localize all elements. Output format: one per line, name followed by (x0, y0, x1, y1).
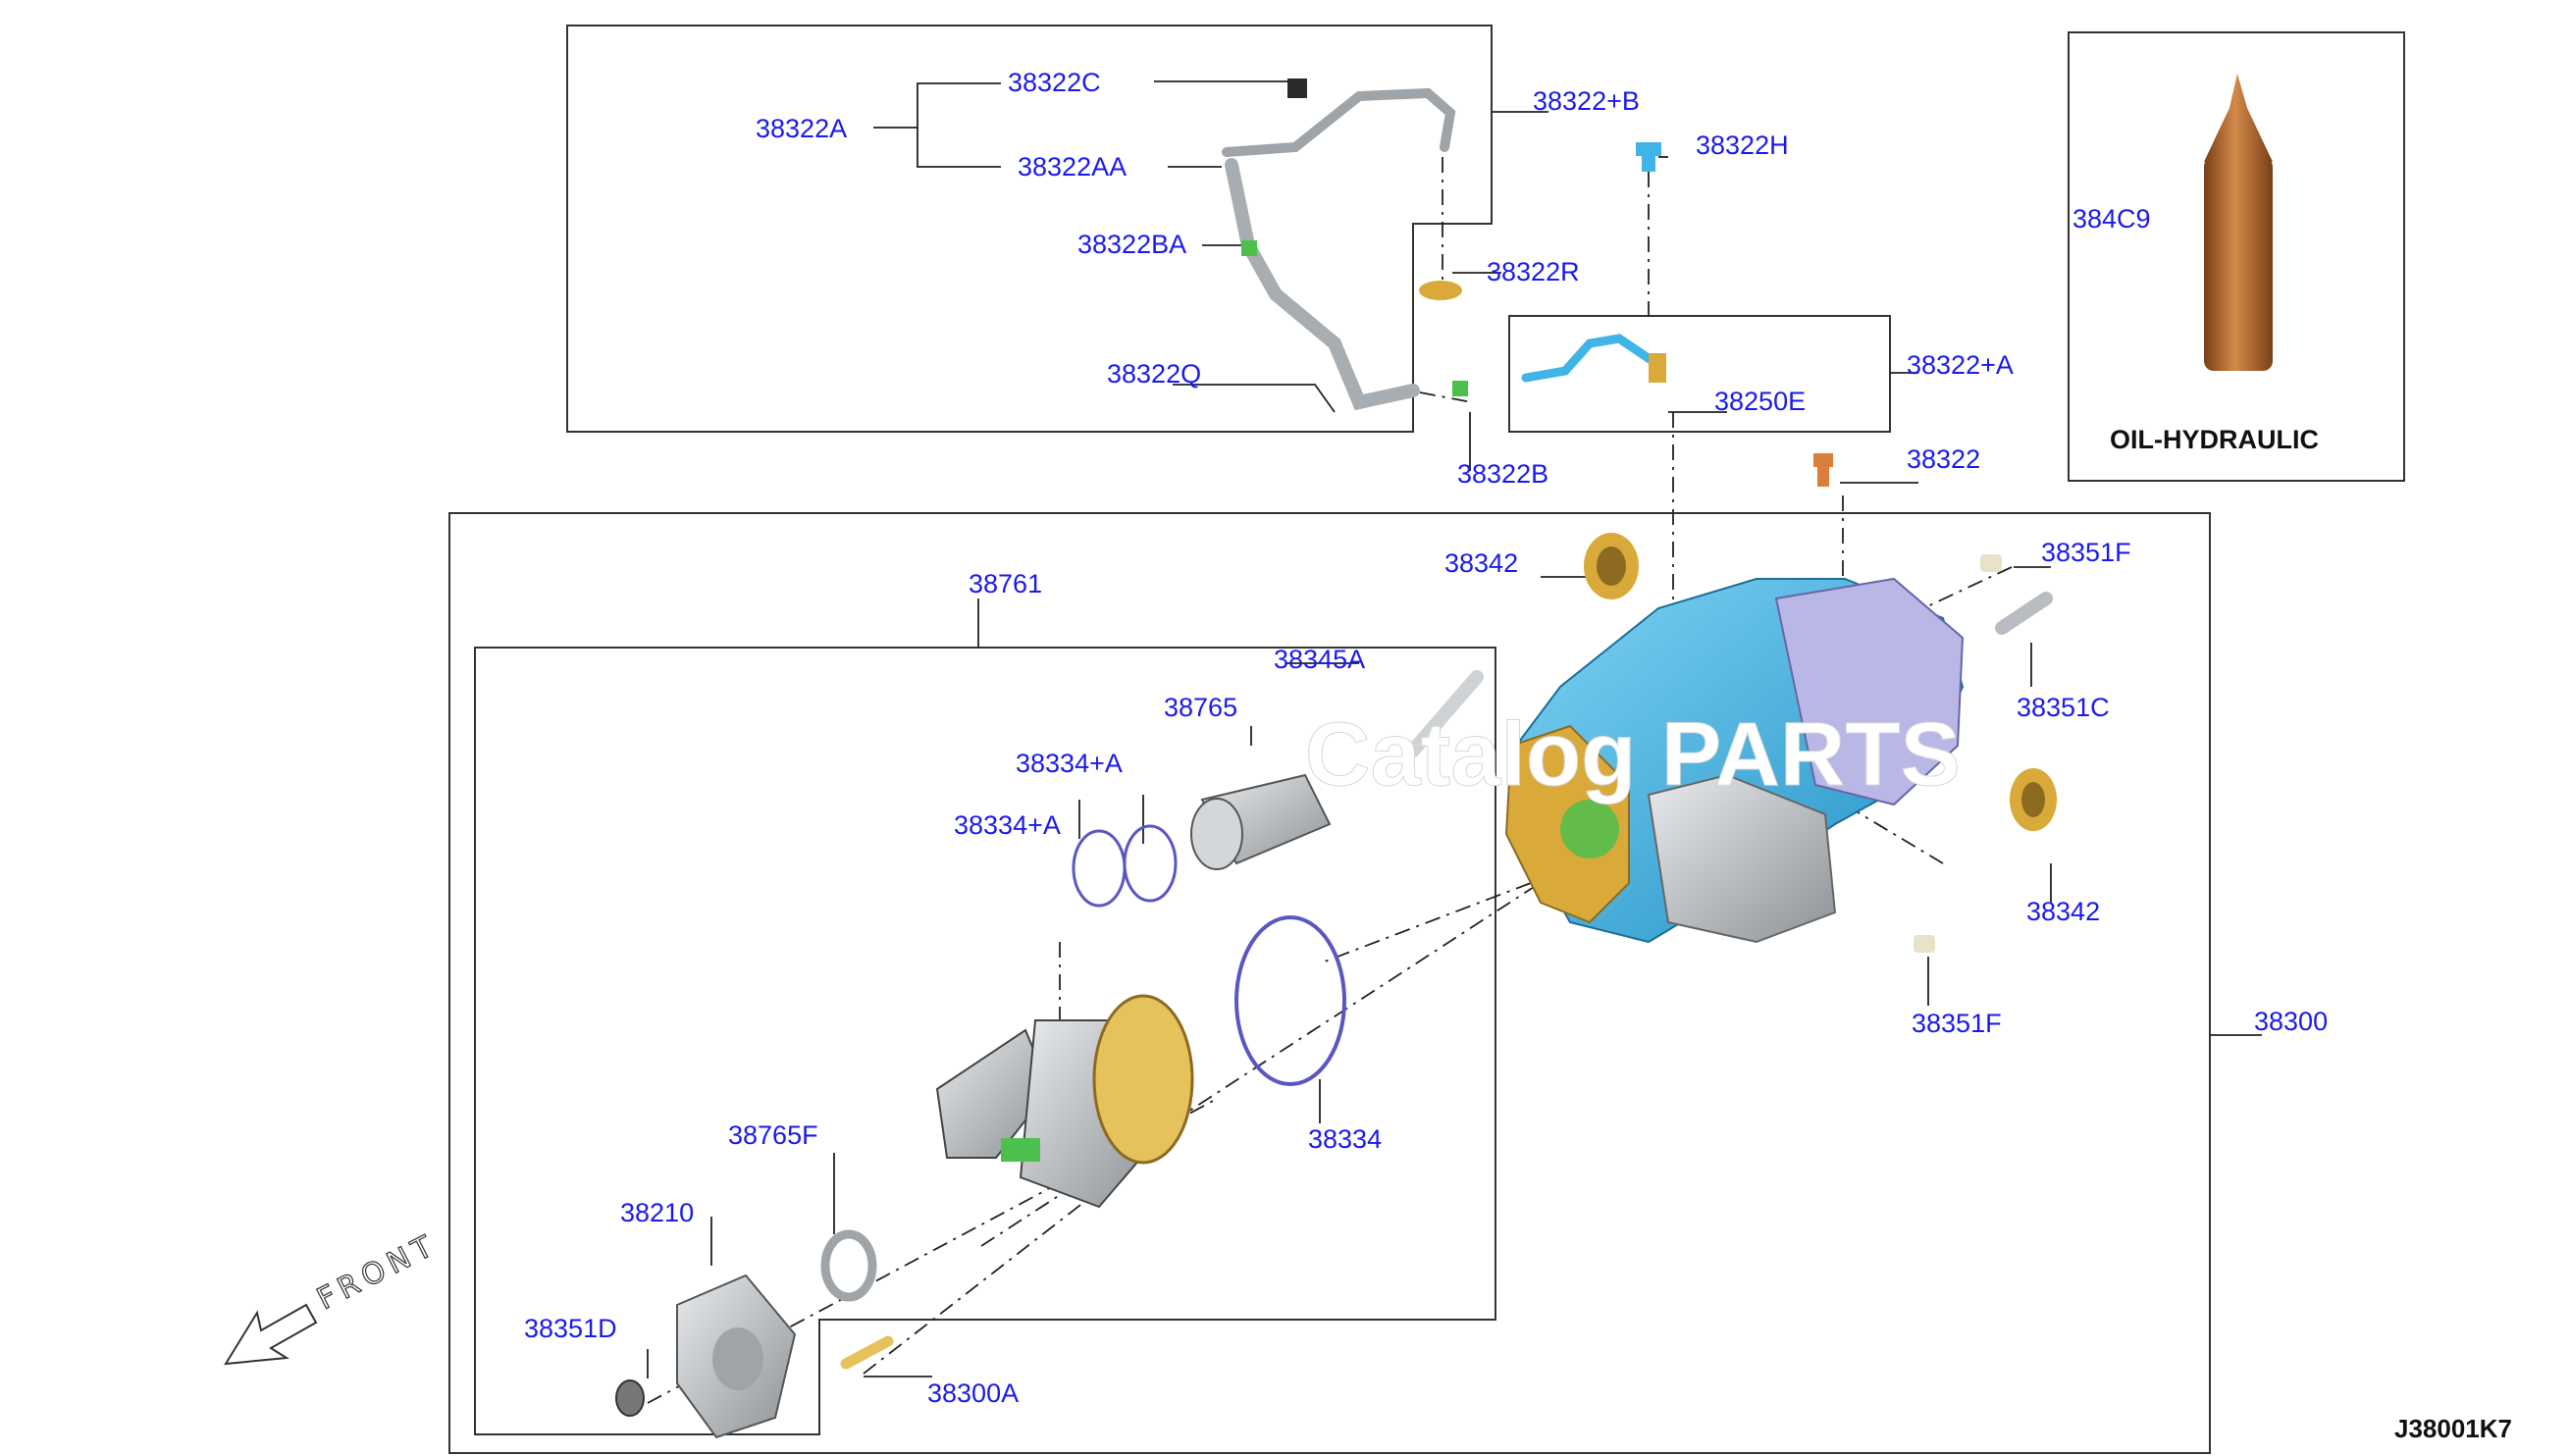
connector-38322c (1287, 78, 1307, 98)
label-38761[interactable]: 38761 (969, 569, 1042, 598)
pipe-38322-plus-a-frame (1508, 315, 1891, 433)
oil-hydraulic-frame (2068, 31, 2405, 482)
transfer-case-38300 (1504, 577, 1965, 944)
dowel-38351f-bottom (1914, 935, 1935, 953)
watermark: Catalog PARTS (1305, 704, 1961, 805)
nut-38351d (615, 1379, 645, 1417)
label-38351f-bottom[interactable]: 38351F (1912, 1009, 2002, 1038)
label-38334-plus-a-lower[interactable]: 38334+A (954, 810, 1061, 840)
hose-38322q (1225, 158, 1420, 411)
label-38322c[interactable]: 38322C (1008, 68, 1101, 97)
diagram-code: J38001K7 (2394, 1414, 2512, 1443)
bolt-38345a (1406, 670, 1484, 757)
label-38322q[interactable]: 38322Q (1107, 359, 1201, 389)
fitting-38250e (1649, 353, 1666, 383)
label-38351d[interactable]: 38351D (524, 1314, 617, 1343)
oring-38334 (1234, 915, 1346, 1086)
clutch-38761 (935, 994, 1194, 1209)
washer-38322r (1419, 281, 1462, 300)
seal-38342-right (2010, 768, 2057, 831)
label-38351c[interactable]: 38351C (2017, 693, 2110, 722)
label-38322a[interactable]: 38322A (756, 114, 847, 143)
breather-38322h (1636, 142, 1661, 172)
label-38765f[interactable]: 38765F (728, 1120, 818, 1150)
stud-38351c (1995, 592, 2053, 635)
part-labels: 38322C 38322A 38322AA 38322BA 38322Q 383… (524, 68, 2328, 1408)
pipe-38322-plus-a (1521, 334, 1663, 383)
label-38351f-top[interactable]: 38351F (2041, 538, 2131, 567)
label-38322-plus-b[interactable]: 38322+B (1533, 86, 1640, 116)
plug-38322 (1813, 453, 1833, 487)
assembly-38300-frame (448, 512, 2211, 1454)
label-38322[interactable]: 38322 (1907, 444, 1980, 474)
front-arrow-icon (224, 1303, 318, 1366)
label-38765[interactable]: 38765 (1164, 693, 1237, 722)
oil-hydraulic-caption: OIL-HYDRAULIC (2110, 425, 2319, 454)
oring-38334-plus-a-1 (1072, 829, 1127, 908)
flange-38210 (676, 1274, 797, 1439)
label-38250e[interactable]: 38250E (1714, 387, 1806, 416)
label-38210[interactable]: 38210 (620, 1198, 694, 1227)
clip-38322ba (1241, 240, 1257, 256)
hose-38322aa (1222, 87, 1456, 157)
label-38322ba[interactable]: 38322BA (1077, 230, 1186, 259)
label-38345a[interactable]: 38345A (1274, 645, 1365, 674)
dowel-38351f-top (1980, 554, 2002, 572)
label-38322-plus-a[interactable]: 38322+A (1907, 350, 2014, 380)
hose-group-frame (566, 25, 1493, 433)
label-38322aa[interactable]: 38322AA (1018, 152, 1127, 182)
label-38300a[interactable]: 38300A (927, 1378, 1019, 1408)
label-38334-plus-a-upper[interactable]: 38334+A (1016, 749, 1123, 778)
label-38334[interactable]: 38334 (1308, 1124, 1382, 1154)
bolt-38300a (840, 1335, 894, 1370)
label-38322b[interactable]: 38322B (1457, 459, 1548, 489)
washer-38765f (820, 1229, 877, 1302)
label-38322h[interactable]: 38322H (1696, 130, 1789, 160)
clip-38322b (1452, 381, 1468, 396)
label-384c9[interactable]: 384C9 (2072, 204, 2151, 234)
front-label: FRONT (312, 1227, 444, 1317)
label-38322r[interactable]: 38322R (1487, 257, 1580, 286)
label-38342-top[interactable]: 38342 (1444, 548, 1518, 578)
actuator-38765 (1190, 773, 1332, 870)
seal-38342-top (1584, 533, 1639, 599)
label-38342-right[interactable]: 38342 (2026, 897, 2100, 926)
oil-hydraulic-tube (2204, 74, 2273, 371)
label-38300[interactable]: 38300 (2254, 1007, 2328, 1036)
oring-38334-plus-a-2 (1123, 824, 1178, 903)
subassembly-38761-frame (474, 647, 1496, 1435)
